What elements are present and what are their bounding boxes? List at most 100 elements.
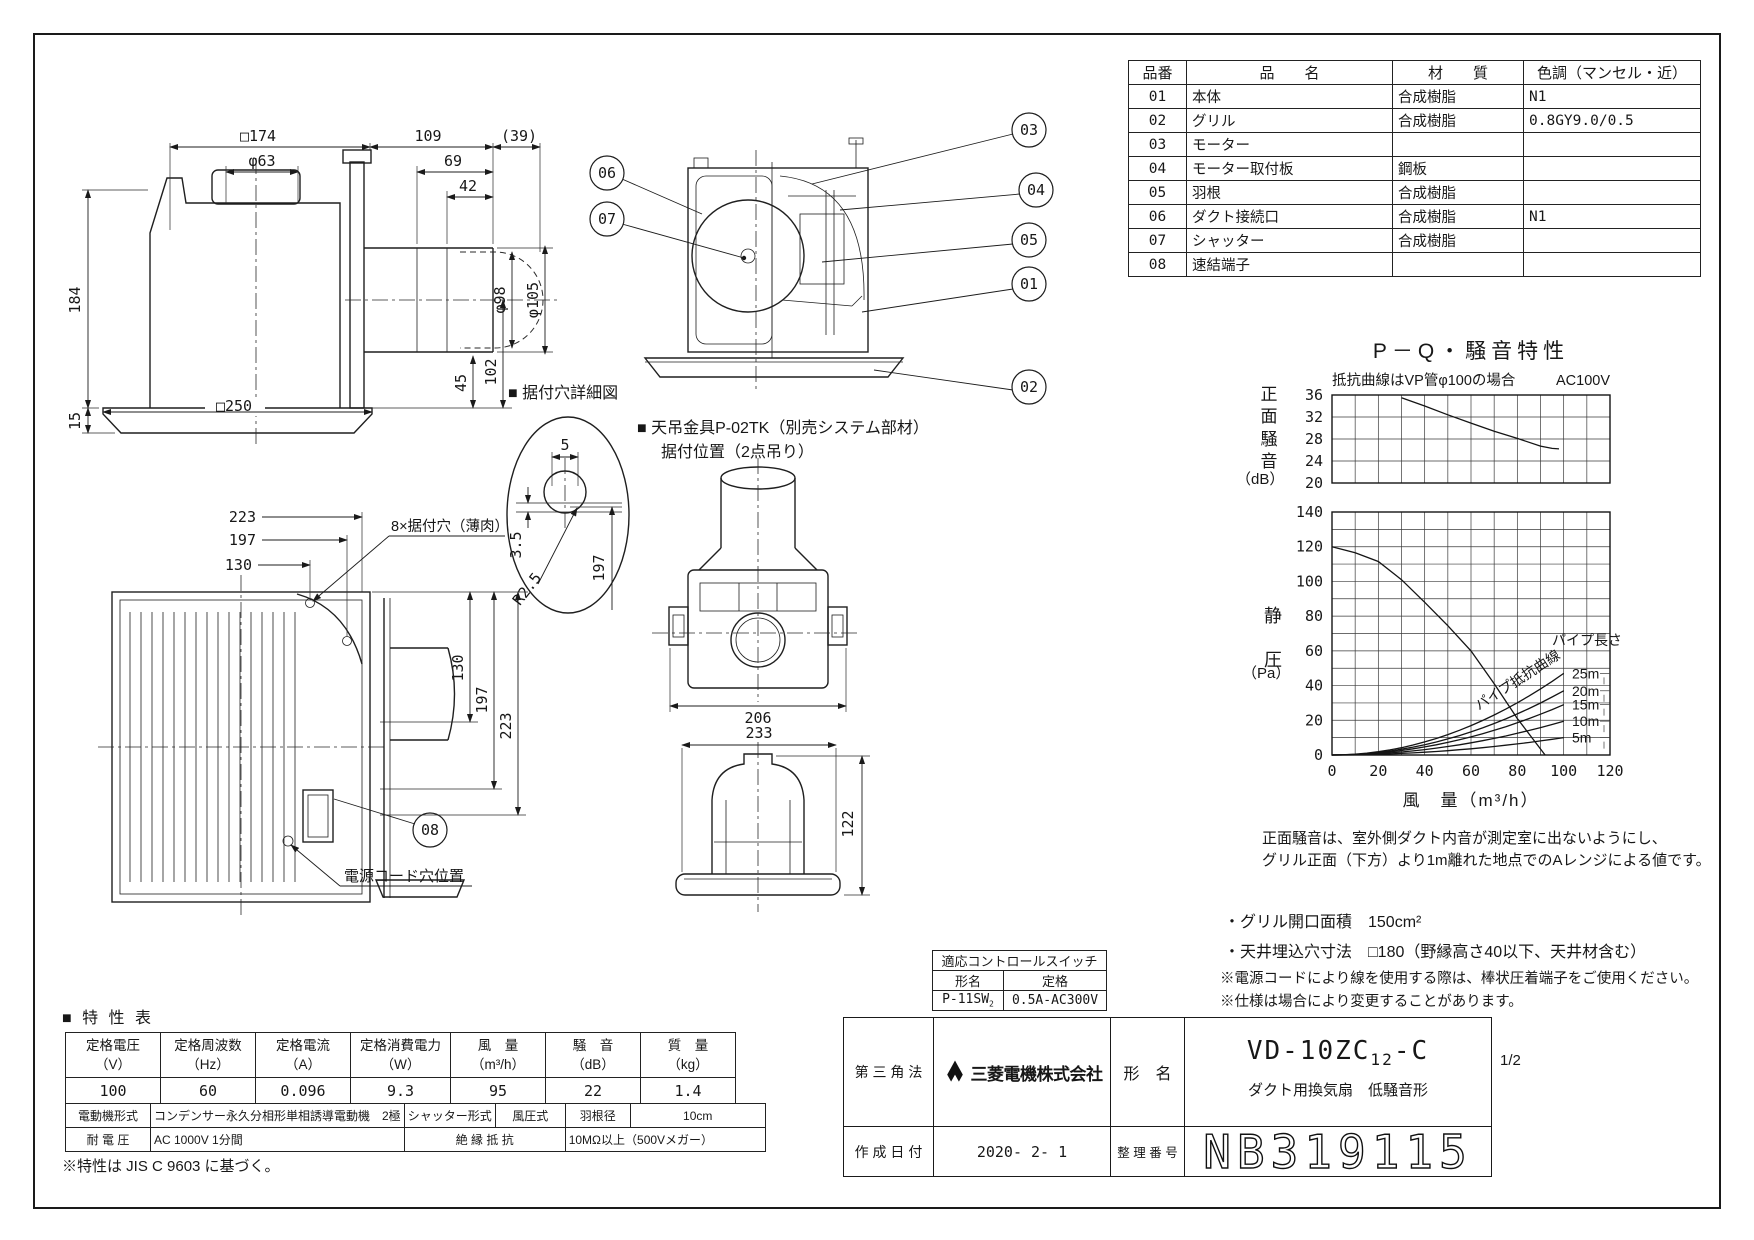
y-tick: 120 <box>1296 538 1323 556</box>
x-tick: 40 <box>1416 762 1434 780</box>
part-name: シャッター <box>1186 228 1393 253</box>
y-tick: 20 <box>1305 474 1323 492</box>
y-tick: 32 <box>1305 408 1323 426</box>
chart-note-line1: 正面騒音は、室外側ダクト内音が測定室に出ないようにし、 <box>1262 830 1667 847</box>
product-name: ダクト用換気扇 低騒音形 <box>1247 1082 1428 1100</box>
callout-04: 04 <box>1018 172 1054 208</box>
company-cell: 三菱電機株式会社 <box>933 1018 1110 1126</box>
spec-insulation-label: 絶 縁 抵 抗 <box>403 1127 566 1152</box>
dim-102: 102 <box>482 358 500 385</box>
part-no: 06 <box>1128 204 1187 229</box>
dim-184: 184 <box>66 286 84 313</box>
pq-ylabel: 静圧 <box>1264 606 1282 670</box>
number-label: 整 理 番 号 <box>1110 1126 1184 1176</box>
parts-header-name: 品 名 <box>1186 60 1393 85</box>
y-tick: 24 <box>1305 452 1323 470</box>
spec-col-header: 騒 音（dB） <box>545 1032 641 1078</box>
company-name: 三菱電機株式会社 <box>970 1064 1104 1084</box>
dim-sq174: □174 <box>240 127 276 145</box>
drawing-number: NB319115 <box>1184 1124 1491 1179</box>
callout-07: 07 <box>589 201 625 237</box>
chart-subtitle-right: AC100V <box>1556 373 1610 389</box>
chart-curve <box>1331 546 1546 756</box>
callout-02: 02 <box>1011 369 1047 405</box>
sheet-border <box>33 33 1721 1209</box>
spec-value-power: 9.3 <box>350 1077 451 1104</box>
date-label: 作 成 日 付 <box>844 1126 933 1176</box>
noise-ylabel: 正面騒音 <box>1260 385 1278 471</box>
dim-109: 109 <box>414 127 441 145</box>
part-no: 07 <box>1128 228 1187 253</box>
title-block: 第 三 角 法 三菱電機株式会社 形 名 VD-10ZC12-C ダクト用換気扇… <box>843 1017 1492 1179</box>
spec-col-header: 定格周波数（Hz） <box>160 1032 256 1078</box>
part-material <box>1392 252 1524 277</box>
control-switch-rating: 0.5A-AC300V <box>1003 990 1107 1011</box>
duct-top-view-drawing: 206 <box>652 458 860 727</box>
part-name: グリル <box>1186 108 1393 133</box>
x-tick: 120 <box>1596 762 1623 780</box>
callout-01: 01 <box>1011 266 1047 302</box>
y-tick: 60 <box>1305 642 1323 660</box>
page-number: 1/2 <box>1500 1052 1521 1069</box>
parts-header-row: 品番 品 名 材 質 色調（マンセル・近） <box>1128 60 1701 85</box>
part-no: 01 <box>1128 84 1187 109</box>
mounting-hole-detail: 5 3.5 R2.5 197 <box>506 416 630 614</box>
spec-blade-label: 羽根径 <box>564 1103 631 1128</box>
control-switch-model-text: P-11SW <box>942 992 990 1008</box>
x-tick: 100 <box>1550 762 1577 780</box>
pipe-length-label: 5m <box>1572 730 1591 746</box>
pipe-length-label: 25m <box>1572 665 1599 681</box>
model-label: 形 名 <box>1110 1018 1184 1126</box>
dim-39: (39) <box>501 127 537 145</box>
part-material: 合成樹脂 <box>1392 108 1524 133</box>
spec-withstand-label: 耐 電 圧 <box>65 1127 151 1152</box>
parts-header-no: 品番 <box>1128 60 1187 85</box>
callout-05: 05 <box>1011 222 1047 258</box>
chart-curve <box>1332 736 1564 756</box>
callout-03-label: 03 <box>1020 121 1038 139</box>
spec-value-airflow: 95 <box>450 1077 546 1104</box>
y-tick: 36 <box>1305 386 1323 404</box>
spec-col-header: 定格消費電力（W） <box>350 1032 451 1078</box>
dim-233: 233 <box>745 724 772 742</box>
pipe-length-label: 20m <box>1572 683 1599 699</box>
callout-02-label: 02 <box>1020 378 1038 396</box>
part-no: 05 <box>1128 180 1187 205</box>
part-no: 03 <box>1128 132 1187 157</box>
note-spec-change: ※仕様は場合により変更することがあります。 <box>1220 994 1523 1010</box>
x-tick: 0 <box>1327 762 1336 780</box>
dim-front-223: 223 <box>229 508 256 526</box>
x-tick: 20 <box>1369 762 1387 780</box>
part-material: 合成樹脂 <box>1392 228 1524 253</box>
creation-date: 2020- 2- 1 <box>933 1126 1110 1176</box>
spec-shutter-type: 風圧式 <box>494 1103 566 1128</box>
detail-title-label: ■ 据付穴詳細図 <box>508 384 618 402</box>
note-ceiling-hole: ・天井埋込穴寸法 □180（野縁高さ40以下、天井材含む） <box>1224 944 1647 961</box>
y-tick: 140 <box>1296 503 1323 521</box>
chart-title: P－Q・騒音特性 <box>1373 340 1569 363</box>
part-color <box>1523 252 1701 277</box>
mitsubishi-logo-icon <box>946 1060 963 1082</box>
spec-col-header: 質 量（kg） <box>640 1032 736 1078</box>
power-cord-label: 電源コード穴位置 <box>344 868 464 885</box>
dim-206: 206 <box>744 709 771 727</box>
part-material <box>1392 132 1524 157</box>
elevation-view-drawing: 233 122 <box>675 724 870 912</box>
part-material: 合成樹脂 <box>1392 204 1524 229</box>
part-name: 羽根 <box>1186 180 1393 205</box>
control-switch-table: 適応コントロールスイッチ 形名 定格 P-11SW2 0.5A-AC300V <box>932 950 1107 1011</box>
hole-note-label: 8×据付穴（薄肉） <box>391 518 509 535</box>
dim-det-5: 5 <box>560 436 569 454</box>
y-tick: 80 <box>1305 607 1323 625</box>
callout-06: 06 <box>589 155 625 191</box>
pipe-length-label: 10m <box>1572 713 1599 729</box>
part-color: N1 <box>1523 84 1701 109</box>
